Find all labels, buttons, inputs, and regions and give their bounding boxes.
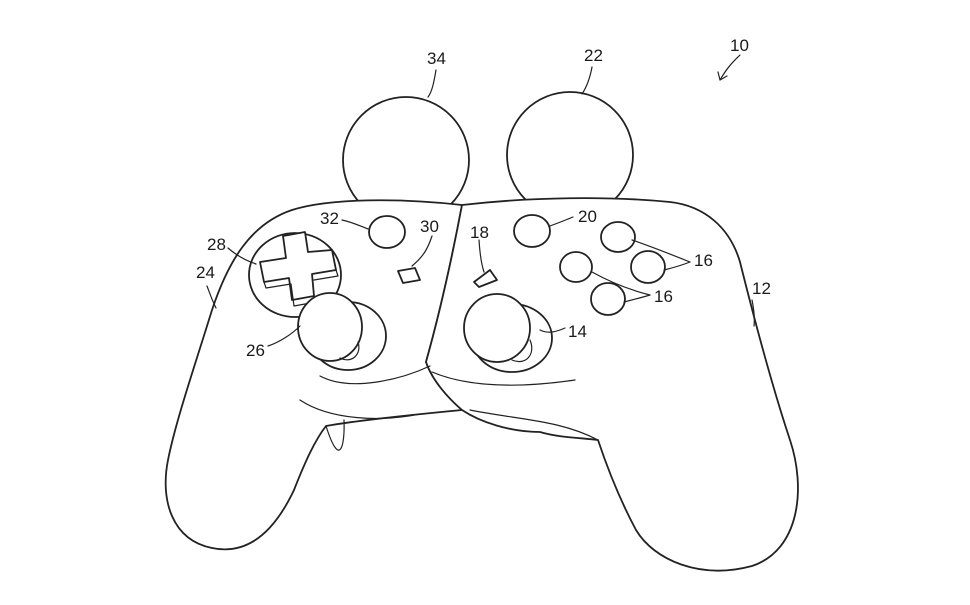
left-shoulder-button	[368, 215, 406, 249]
label-20: 20	[578, 207, 597, 226]
label-12: 12	[752, 279, 771, 298]
label-16-lower: 16	[654, 287, 673, 306]
label-24: 24	[196, 263, 215, 282]
label-26: 26	[246, 341, 265, 360]
label-32: 32	[320, 209, 339, 228]
left-lower-contour	[299, 399, 421, 419]
right-lower-contour	[469, 409, 599, 441]
reference-numerals: 34 22 10 32 30 20 18 28 24 26 14 16 16 1…	[196, 36, 771, 360]
label-18: 18	[470, 223, 489, 242]
right-joystick	[463, 293, 553, 373]
label-28: 28	[207, 235, 226, 254]
left-grip-ridge	[319, 365, 431, 385]
face-button-left	[559, 251, 593, 283]
leader-lines	[206, 54, 755, 347]
right-select-button	[473, 269, 498, 288]
right-controller-half	[425, 197, 799, 572]
face-button-bottom	[590, 282, 626, 316]
label-10: 10	[730, 36, 749, 55]
face-button-top	[600, 221, 636, 253]
left-inner-edge	[325, 419, 345, 451]
face-button-right	[630, 250, 666, 284]
label-22: 22	[584, 46, 603, 65]
face-buttons	[559, 221, 666, 316]
label-14: 14	[568, 322, 587, 341]
right-grip-ridge	[431, 371, 576, 386]
right-shoulder-button	[513, 214, 551, 248]
label-16-upper: 16	[694, 251, 713, 270]
left-select-button	[397, 267, 421, 284]
label-30: 30	[420, 217, 439, 236]
left-joystick	[297, 292, 387, 371]
label-34: 34	[427, 49, 446, 68]
